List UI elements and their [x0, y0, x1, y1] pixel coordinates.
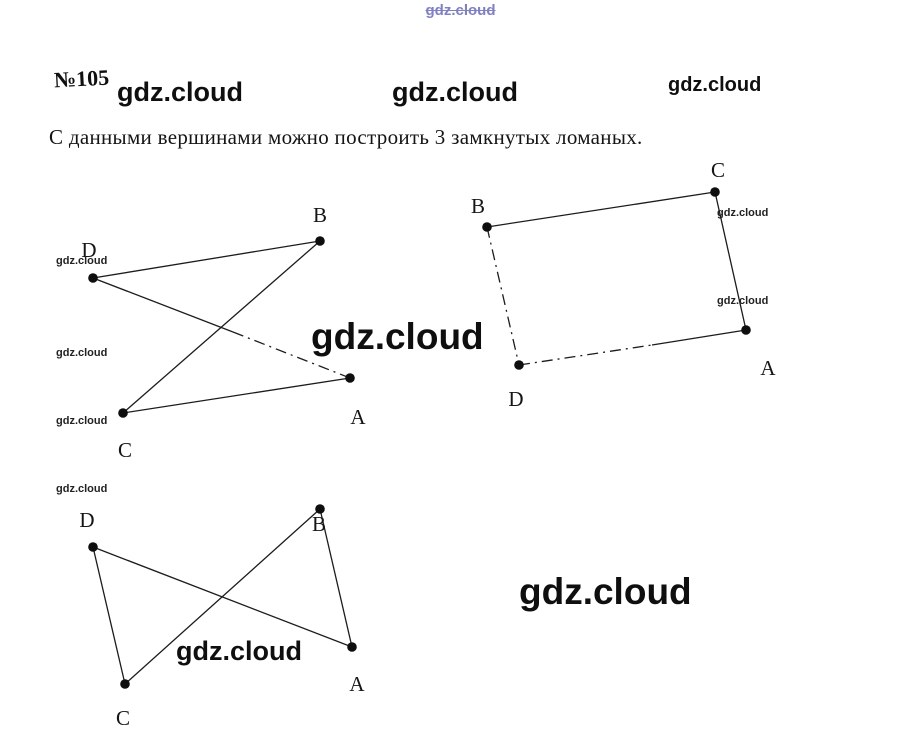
figure-2-vertex-label-B: B [471, 194, 485, 218]
watermark-header-1: gdz.cloud [117, 77, 243, 107]
figure-2-point-C [710, 187, 720, 197]
figure-2-point-B [482, 222, 492, 232]
figure-3-vertex-label-D: D [79, 508, 94, 532]
answer-text: С данными вершинами можно построить 3 за… [49, 125, 643, 149]
figure-2-vertex-label-A: A [760, 356, 776, 380]
watermark-small: gdz.cloud [56, 255, 108, 267]
figure-1-edge-C-A [122, 377, 351, 414]
figure-1-edge-D-B [92, 240, 321, 279]
figure-3-edge-D-C [92, 546, 126, 685]
figure-3-point-C [120, 679, 130, 689]
figure-2-edge-C-A [714, 191, 747, 331]
watermark-small: gdz.cloud [56, 347, 108, 359]
figure-1-edge-D-A-1 [92, 277, 234, 333]
figure-2-vertex-label-D: D [508, 387, 523, 411]
figure-3-point-A [347, 642, 357, 652]
watermark-small: gdz.cloud [56, 483, 108, 495]
figure-3: D B C A [79, 504, 365, 730]
figure-3-point-D [88, 542, 98, 552]
figure-3-point-B [315, 504, 325, 514]
figure-3-edge-D-A [92, 546, 353, 648]
figure-2-edge-B-D [486, 226, 520, 366]
figure-3-vertex-label-C: C [116, 706, 130, 730]
watermark-figure1-center: gdz.cloud [311, 316, 484, 357]
figure-2-point-A [741, 325, 751, 335]
figure-2-point-D [514, 360, 524, 370]
figure-2-vertex-label-C: C [711, 158, 725, 182]
watermark-header-2: gdz.cloud [392, 77, 518, 107]
figure-1-vertex-label-D: D [81, 238, 96, 262]
figure-3-vertex-label-A: A [349, 672, 365, 696]
figure-1-edge-D-A-2 [232, 331, 351, 379]
figure-1-point-C [118, 408, 128, 418]
figure-1-vertex-label-B: B [313, 203, 327, 227]
figure-3-edge-B-A [319, 508, 353, 648]
figure-1-point-A [345, 373, 355, 383]
watermark-small: gdz.cloud [717, 295, 769, 307]
figure-1: D B C A [81, 203, 366, 462]
figure-1-point-B [315, 236, 325, 246]
watermark-top: gdz.cloud [425, 2, 496, 19]
watermark-small: gdz.cloud [717, 207, 769, 219]
watermark-header-3: gdz.cloud [668, 74, 762, 96]
figure-1-vertex-label-A: A [350, 405, 366, 429]
figure-2-edge-B-C [486, 191, 716, 228]
watermark-figure3-right: gdz.cloud [519, 571, 692, 612]
figure-1-point-D [88, 273, 98, 283]
figure-2-edge-D-A-2 [651, 329, 747, 346]
figure-3-vertex-label-B: B [312, 512, 326, 536]
figure-2-edge-D-A-1 [518, 344, 653, 366]
figure-2: B C A D [471, 158, 776, 411]
watermark-small: gdz.cloud [56, 415, 108, 427]
figure-1-vertex-label-C: C [118, 438, 132, 462]
watermark-figure3-inner: gdz.cloud [176, 636, 302, 666]
